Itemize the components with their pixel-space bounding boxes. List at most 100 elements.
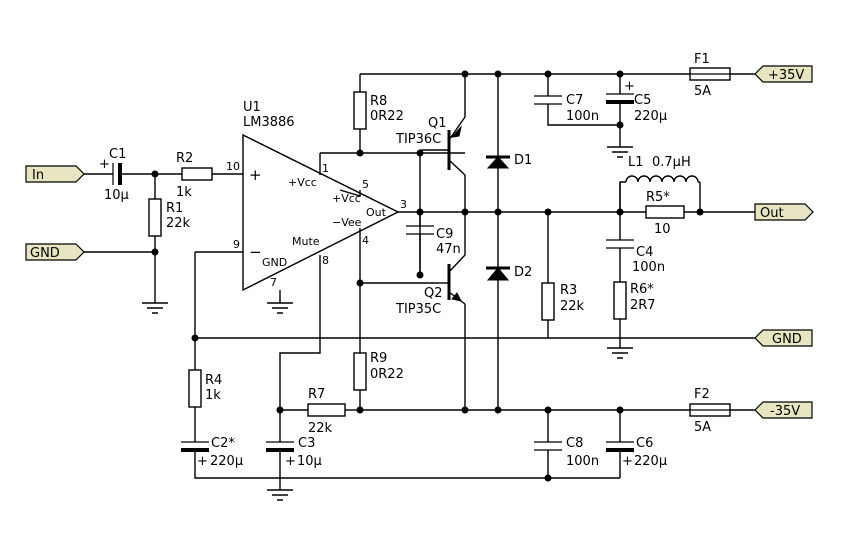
u1-part: LM3886 — [243, 115, 295, 130]
svg-text:+Vcc: +Vcc — [288, 176, 317, 189]
svg-text:−: − — [249, 243, 262, 261]
d2-diode: D2 — [486, 260, 532, 281]
svg-text:100n: 100n — [632, 260, 665, 275]
svg-text:7: 7 — [270, 276, 277, 289]
svg-text:10: 10 — [226, 160, 240, 173]
u1-ref: U1 — [243, 100, 261, 115]
q1-transistor: Q1 TIP36C — [395, 116, 466, 176]
svg-text:Mute: Mute — [292, 235, 320, 248]
svg-text:8: 8 — [322, 254, 329, 267]
svg-text:Q2: Q2 — [424, 286, 443, 301]
svg-text:C2*: C2* — [211, 436, 235, 451]
svg-text:22k: 22k — [166, 216, 191, 231]
r3-resistor: R3 22k — [541, 282, 585, 321]
svg-text:+: + — [622, 454, 633, 469]
svg-text:D1: D1 — [514, 153, 532, 168]
ground-icon — [267, 302, 293, 314]
svg-text:2R7: 2R7 — [630, 298, 656, 313]
svg-text:TIP36C: TIP36C — [395, 132, 441, 147]
r1-resistor: R1 22k — [148, 198, 191, 237]
svg-text:220µ: 220µ — [210, 454, 243, 469]
svg-text:R8: R8 — [370, 94, 387, 109]
svg-text:1k: 1k — [205, 388, 221, 403]
svg-text:10µ: 10µ — [297, 454, 322, 469]
svg-text:0R22: 0R22 — [370, 367, 404, 382]
svg-text:4: 4 — [362, 234, 369, 247]
svg-text:-35V: -35V — [770, 404, 800, 419]
svg-text:+: + — [285, 454, 296, 469]
svg-text:0R22: 0R22 — [370, 109, 404, 124]
svg-text:22k: 22k — [560, 299, 585, 314]
svg-text:5A: 5A — [694, 84, 711, 99]
svg-text:In: In — [32, 168, 44, 183]
junctions — [151, 70, 704, 482]
svg-text:D2: D2 — [514, 265, 532, 280]
svg-text:R4: R4 — [205, 373, 222, 388]
q2-transistor: Q2 TIP35C — [395, 240, 466, 317]
svg-text:100n: 100n — [566, 109, 599, 124]
r2-resistor: R2 1k — [176, 151, 213, 200]
d1-diode: D1 — [486, 153, 532, 176]
svg-text:Q1: Q1 — [428, 116, 447, 131]
svg-text:C9: C9 — [436, 227, 453, 242]
svg-text:TIP35C: TIP35C — [395, 302, 441, 317]
svg-text:C7: C7 — [566, 93, 583, 108]
svg-text:C1: C1 — [109, 147, 126, 162]
ground-icon — [142, 302, 168, 314]
svg-text:+: + — [197, 454, 208, 469]
svg-text:R9: R9 — [370, 351, 387, 366]
c8-capacitor: C8 100n — [534, 436, 599, 469]
port-minus-35v: -35V — [754, 401, 813, 419]
svg-text:R2: R2 — [176, 151, 193, 166]
svg-text:Out: Out — [366, 206, 387, 219]
port-in: In — [25, 165, 85, 183]
svg-text:C5: C5 — [634, 93, 651, 108]
svg-text:F1: F1 — [694, 52, 710, 67]
u1-lm3886: U1 LM3886 + − +Vcc +Vcc −Vee Out Mute GN… — [226, 100, 407, 292]
wires — [82, 73, 755, 490]
svg-text:+: + — [249, 166, 262, 184]
svg-text:0.7µH: 0.7µH — [652, 155, 691, 170]
svg-text:10: 10 — [654, 222, 671, 237]
svg-text:220µ: 220µ — [634, 454, 667, 469]
port-plus-35v: +35V — [754, 65, 813, 83]
c3-capacitor: C3 + 10µ — [266, 436, 322, 469]
svg-text:C4: C4 — [636, 245, 653, 260]
f2-fuse: F2 5A — [689, 387, 731, 435]
svg-text:47n: 47n — [436, 242, 461, 257]
svg-text:220µ: 220µ — [634, 109, 667, 124]
c5-capacitor: + C5 220µ — [606, 79, 667, 124]
svg-text:5A: 5A — [694, 420, 711, 435]
ground-icon — [607, 347, 633, 359]
r6-resistor: R6* 2R7 — [613, 281, 656, 320]
r8-resistor: R8 0R22 — [353, 91, 404, 130]
ground-icon — [607, 146, 633, 158]
svg-text:Out: Out — [760, 206, 784, 221]
svg-text:F2: F2 — [694, 387, 710, 402]
svg-text:1: 1 — [322, 162, 329, 175]
svg-text:L1: L1 — [628, 155, 644, 170]
svg-text:R7: R7 — [308, 387, 325, 402]
svg-text:+Vcc: +Vcc — [332, 192, 361, 205]
r4-resistor: R4 1k — [188, 369, 222, 408]
port-out: Out — [754, 203, 814, 221]
c9-capacitor: C9 47n — [406, 212, 461, 275]
svg-text:C6: C6 — [636, 436, 653, 451]
f1-fuse: F1 5A — [689, 52, 731, 99]
svg-text:9: 9 — [233, 238, 240, 251]
r7-resistor: R7 22k — [307, 387, 346, 436]
svg-text:+35V: +35V — [768, 68, 804, 83]
c2-capacitor: C2* + 220µ — [181, 436, 243, 469]
r5-resistor: R5* 10 — [645, 190, 685, 237]
svg-text:GND: GND — [262, 256, 287, 269]
svg-text:R1: R1 — [166, 201, 183, 216]
c1-capacitor: + C1 10µ — [99, 147, 129, 203]
svg-text:+: + — [624, 79, 635, 94]
svg-text:100n: 100n — [566, 454, 599, 469]
c7-capacitor: C7 100n — [534, 90, 599, 124]
svg-text:3: 3 — [400, 198, 407, 211]
ground-symbols — [142, 146, 633, 501]
svg-text:R5*: R5* — [646, 190, 670, 205]
c4-capacitor: C4 100n — [606, 239, 665, 275]
svg-text:R3: R3 — [560, 283, 577, 298]
